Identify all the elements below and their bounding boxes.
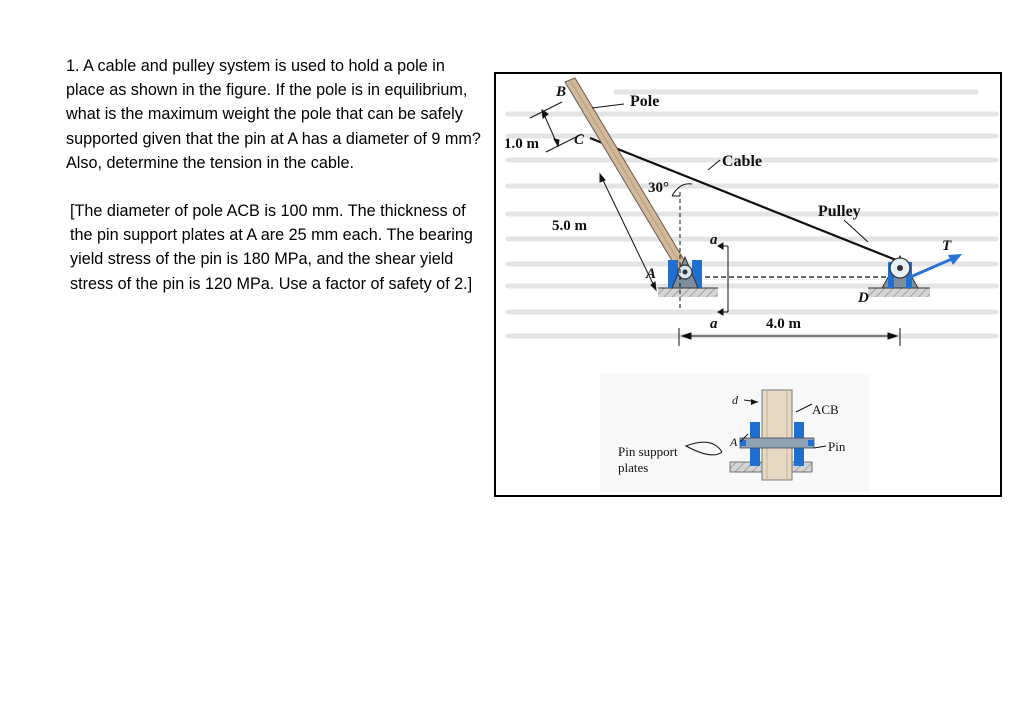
dimension-bc — [529, 101, 583, 153]
label-pole: Pole — [630, 93, 659, 110]
label-d-detail: d — [732, 393, 739, 407]
pole-cable-diagram: B Pole 1.0 m C Cable 30° Pulley 5.0 m a … — [504, 77, 999, 492]
label-angle: 30° — [648, 180, 669, 196]
label-acb: ACB — [812, 402, 839, 417]
label-dim-bc: 1.0 m — [504, 136, 540, 152]
faded-background-text — [505, 89, 999, 339]
cable — [589, 136, 897, 262]
label-pin-support-1: Pin support — [618, 444, 678, 459]
problem-figure: B Pole 1.0 m C Cable 30° Pulley 5.0 m a … — [494, 72, 1002, 497]
pole-leader — [591, 103, 625, 109]
pulley-d — [881, 254, 919, 289]
label-t: T — [942, 238, 952, 254]
label-a: A — [645, 266, 656, 282]
problem-text: 1. A cable and pulley system is used to … — [66, 54, 481, 296]
problem-question: 1. A cable and pulley system is used to … — [66, 57, 481, 172]
dimension-ad — [678, 328, 901, 346]
label-section-a-bottom: a — [710, 316, 718, 332]
ground-support-a — [658, 287, 718, 297]
ground-support-d — [868, 287, 930, 297]
tension-arrow — [907, 254, 962, 280]
label-c: C — [574, 132, 585, 148]
label-dim-ad: 4.0 m — [766, 316, 802, 332]
label-pin: Pin — [828, 439, 846, 454]
section-line-aa — [717, 242, 729, 316]
angle-arc — [671, 183, 693, 197]
pulley-leader — [843, 219, 869, 243]
pin-detail-view — [600, 374, 870, 492]
dimension-ac — [599, 172, 657, 292]
pole-acb — [564, 77, 691, 275]
label-section-a-top: a — [710, 232, 718, 248]
cable-leader — [707, 159, 721, 171]
label-dim-ac: 5.0 m — [552, 218, 588, 234]
label-pulley: Pulley — [818, 203, 861, 220]
label-b: B — [555, 84, 566, 100]
label-a-detail: A — [729, 435, 738, 449]
problem-given-data: [The diameter of pole ACB is 100 mm. The… — [70, 202, 473, 293]
pin-support-a — [668, 255, 702, 289]
label-d: D — [857, 290, 869, 306]
label-pin-support-2: plates — [618, 460, 648, 475]
label-cable: Cable — [722, 153, 762, 170]
